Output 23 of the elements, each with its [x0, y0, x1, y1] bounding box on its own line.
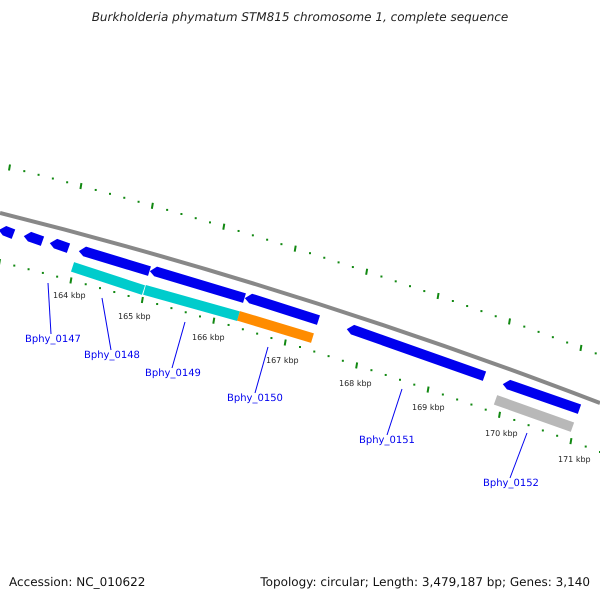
position-label: 164 kbp — [53, 291, 86, 300]
footer-text: Topology: circular; Length: 3,479,187 bp; Genes: 3,140 — [260, 575, 590, 589]
leader-line — [510, 432, 528, 478]
leader-line — [386, 388, 402, 436]
footer-text: Accession: NC_010622 — [9, 575, 146, 589]
gene-label: Bphy_0150 — [227, 393, 283, 404]
leader-line — [48, 282, 52, 334]
position-label: 171 kbp — [558, 455, 591, 464]
leader-line — [254, 346, 268, 394]
position-label: 166 kbp — [192, 333, 225, 342]
gene-label: Bphy_0147 — [25, 334, 81, 345]
gene-label: Bphy_0148 — [84, 350, 140, 361]
position-label: 168 kbp — [339, 379, 372, 388]
gene-label: Bphy_0151 — [359, 435, 415, 446]
gene-label: Bphy_0149 — [145, 368, 201, 379]
title: Burkholderia phymatum STM815 chromosome 1, complete sequence — [90, 10, 510, 24]
position-label: 167 kbp — [266, 356, 299, 365]
leader-line — [172, 322, 186, 368]
leader-line — [102, 298, 112, 350]
position-label: 170 kbp — [485, 429, 518, 438]
position-label: 165 kbp — [118, 312, 151, 321]
position-label: 169 kbp — [412, 403, 445, 412]
gene-label: Bphy_0152 — [483, 478, 539, 489]
